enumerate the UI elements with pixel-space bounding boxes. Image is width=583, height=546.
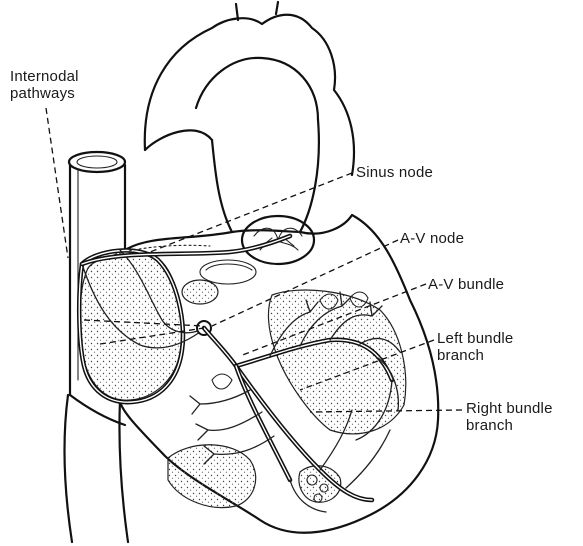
leader-sinus-node [150,173,352,252]
right-atrium [80,254,182,400]
av-bundle [204,328,236,366]
label-left-bundle-branch: Left bundle branch [437,330,513,364]
inferior-vena-cava [65,395,128,542]
label-av-node: A-V node [400,230,464,247]
pulmonary-trunk [145,120,319,232]
leader-internodal-pathways [46,108,68,258]
label-internodal-pathways: Internodal pathways [10,68,79,102]
label-sinus-node: Sinus node [356,164,433,181]
aorta [145,2,354,175]
label-av-bundle: A-V bundle [428,276,504,293]
label-right-bundle-branch: Right bundle branch [466,400,553,434]
av-valve-region [182,260,256,304]
